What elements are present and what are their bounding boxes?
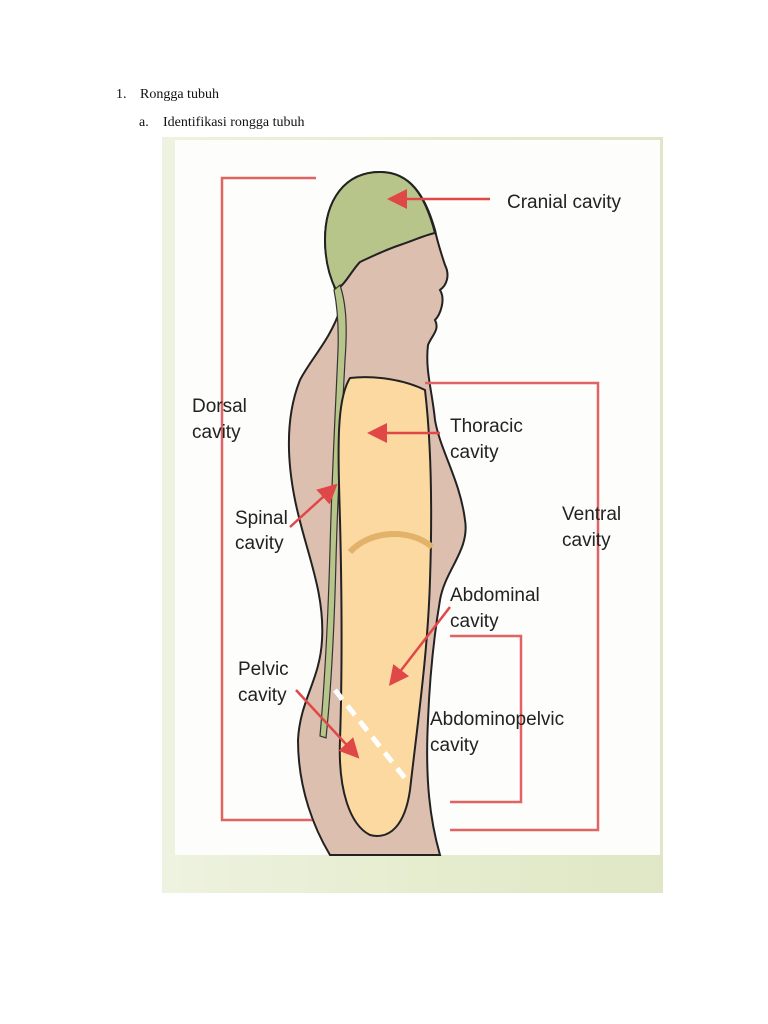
label-pelvic-2: cavity — [238, 685, 287, 706]
ventral-bracket — [425, 381, 600, 832]
label-thoracic-2: cavity — [450, 442, 499, 463]
label-cranial: Cranial cavity — [507, 192, 622, 213]
list-number: 1. — [116, 87, 127, 102]
label-spinal-2: cavity — [235, 533, 284, 554]
label-ventral-1: Ventral — [562, 504, 621, 525]
label-ventral-2: cavity — [562, 530, 611, 551]
body-cavities-figure: Cranial cavity Dorsal cavity Thoracic ca… — [162, 137, 663, 893]
body-cavities-diagram: Cranial cavity Dorsal cavity Thoracic ca… — [162, 137, 663, 893]
label-abdominal-2: cavity — [450, 611, 499, 632]
sub-text: Identifikasi rongga tubuh — [163, 115, 305, 130]
abdominopelvic-bracket — [450, 634, 523, 804]
abdominal-arrow — [388, 606, 451, 686]
brackets — [220, 176, 600, 832]
label-thoracic-1: Thoracic — [450, 416, 523, 437]
dorsal-bracket — [220, 176, 316, 822]
label-dorsal-2: cavity — [192, 422, 241, 443]
diaphragm — [347, 531, 434, 555]
label-abdominopelvic-2: cavity — [430, 735, 479, 756]
label-spinal-1: Spinal — [235, 508, 288, 529]
label-abdominopelvic-1: Abdominopelvic — [430, 709, 564, 730]
pelvic-arrow — [295, 689, 360, 759]
list-text: Rongga tubuh — [140, 87, 219, 102]
label-abdominal-1: Abdominal — [450, 585, 540, 606]
arrows — [289, 189, 490, 759]
list-item-rongga-tubuh: 1. Rongga tubuh — [116, 87, 219, 103]
label-dorsal-1: Dorsal — [192, 396, 247, 417]
spinal-arrow — [289, 483, 338, 528]
cranial-cavity-shape — [323, 170, 437, 292]
sub-letter: a. — [139, 115, 149, 130]
label-pelvic-1: Pelvic — [238, 659, 289, 680]
sub-item-identifikasi: a. Identifikasi rongga tubuh — [139, 115, 305, 131]
